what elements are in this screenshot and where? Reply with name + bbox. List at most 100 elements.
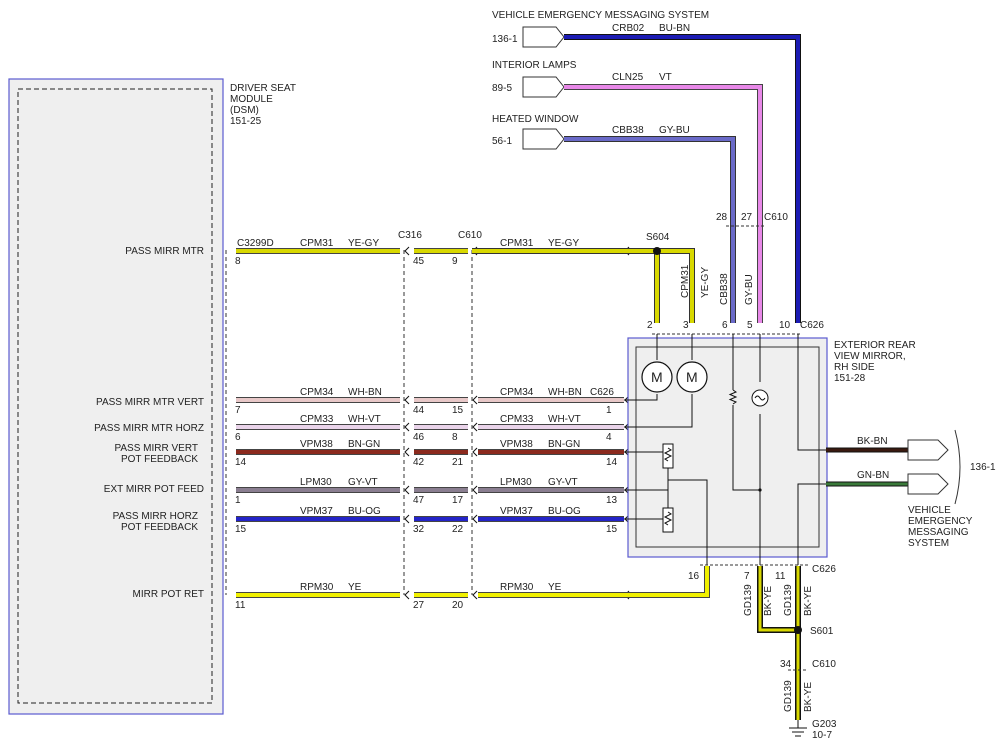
circuit-color-label: BU-OG [348, 506, 381, 517]
cpm31-to-s604-wire-fill [472, 249, 659, 323]
dsm-pin-label-pot-ret: MIRR POT RET [133, 589, 204, 600]
c626-pin-number: 13 [606, 495, 618, 506]
dsm-pin-number: 15 [235, 524, 247, 535]
c626-pin-number: 14 [606, 457, 618, 468]
c610-pin-number: 22 [452, 524, 464, 535]
circuit-id-label: LPM30 [300, 477, 332, 488]
cbb38-label: CBB38 [612, 125, 644, 136]
vems-title: VEHICLE EMERGENCY MESSAGING SYSTEM [492, 10, 709, 21]
c610-pin-number: 21 [452, 457, 464, 468]
c626-label-top: C626 [800, 320, 824, 331]
circuit-id-label: CPM33 [300, 414, 334, 425]
vems-out-connector-2-icon [907, 473, 949, 495]
dsm-inner-dashed [17, 88, 213, 704]
vems-bracket-icon [954, 429, 961, 505]
c610-pin-27: 27 [741, 212, 753, 223]
connector-pin-marker [404, 395, 410, 405]
dsm-pin-label-horz-pot-2: POT FEEDBACK [121, 522, 198, 533]
c626-pin-number: 1 [606, 405, 612, 416]
circuit-id-label: CPM33 [500, 414, 534, 425]
connector-pin-marker [404, 447, 410, 457]
s604-label: S604 [646, 232, 670, 243]
c316-pin-number: 27 [413, 600, 425, 611]
connector-pin-marker [472, 514, 478, 524]
vems-ref: 136-1 [492, 34, 518, 45]
mirror-title-line1: EXTERIOR REAR [834, 340, 916, 351]
c626-pin-11: 11 [775, 571, 786, 582]
gybu-vertical-label: GY-BU [744, 274, 755, 305]
bkye-a-label: BK-YE [763, 586, 774, 616]
vt-label: VT [659, 72, 672, 83]
connector-pin-marker [404, 422, 410, 432]
c610-label-c: C610 [812, 659, 836, 670]
circuit-id-label: CPM34 [300, 387, 334, 398]
circuit-id-label: RPM30 [300, 582, 334, 593]
dsm-title-line3: (DSM) [230, 105, 259, 116]
vems-out-line3: MESSAGING [908, 527, 969, 538]
c610-pin-number: 8 [452, 432, 458, 443]
heated-window-connector-icon [522, 128, 565, 150]
circuit-color-label: WH-VT [548, 414, 581, 425]
connector-pin-marker [404, 246, 410, 256]
dsm-pin-label-mtr-vert: PASS MIRR MTR VERT [96, 397, 204, 408]
dsm-pin-label-vert-pot-2: POT FEEDBACK [121, 454, 198, 465]
motor-2-symbol: M [686, 369, 698, 385]
mirror-title-line3: RH SIDE [834, 362, 875, 373]
interior-lamps-ref: 89-5 [492, 83, 512, 94]
circuit-id-label: VPM38 [300, 439, 333, 450]
mirror-inner-box [635, 346, 820, 548]
connector-pin-marker [472, 485, 478, 495]
s601-splice [794, 626, 802, 634]
dsm-pin-label-mtr-horz: PASS MIRR MTR HORZ [94, 423, 204, 434]
gnbn-label: GN-BN [857, 470, 889, 481]
c316-pin-number: 42 [413, 457, 425, 468]
c3299d-label: C3299D [237, 238, 274, 249]
motor-1-symbol: M [651, 369, 663, 385]
gd139-left [758, 566, 798, 632]
cln25-label: CLN25 [612, 72, 644, 83]
circuit-color-label: BN-GN [348, 439, 380, 450]
c316-pin-number: 45 [413, 256, 425, 267]
dsm-title-line1: DRIVER SEAT [230, 83, 296, 94]
vems-out-line2: EMERGENCY [908, 516, 973, 527]
circuit-color-label: WH-VT [348, 414, 381, 425]
vems-out-connector-1-icon [907, 439, 949, 461]
circuit-color-label: YE [348, 582, 362, 593]
interior-lamps-connector-icon [522, 76, 565, 98]
motor-2: M [676, 361, 708, 393]
c626-pin-number: 15 [606, 524, 618, 535]
connector-pin-marker [472, 422, 478, 432]
s601-label: S601 [810, 626, 834, 637]
circuit-color-label: WH-BN [348, 387, 382, 398]
circuit-id-label: VPM37 [300, 506, 333, 517]
interior-lamps-title: INTERIOR LAMPS [492, 60, 577, 71]
crb02-wire [564, 35, 800, 323]
gd139-b-label: GD139 [783, 584, 794, 616]
heater-element-icon [728, 389, 738, 405]
exterior-mirror-module: EXTERIOR REAR VIEW MIRROR, RH SIDE 151-2… [624, 334, 996, 565]
c626-pin-2: 2 [647, 320, 653, 331]
c610-pin-number: 17 [452, 495, 464, 506]
potentiometer-horz-icon [662, 507, 674, 533]
circuit-id-label: VPM38 [500, 439, 533, 450]
connector-pin-marker [404, 590, 410, 600]
dsm-pin-number: 8 [235, 256, 241, 267]
circuit-color-label: YE-GY [548, 238, 579, 249]
yegy-vertical-label: YE-GY [700, 267, 711, 298]
dsm-pin-label-pass-mirr-mtr: PASS MIRR MTR [125, 246, 204, 257]
c316-pin-number: 46 [413, 432, 425, 443]
connector-pin-marker [404, 485, 410, 495]
heated-window-ref: 56-1 [492, 136, 512, 147]
c626-pin-3: 3 [683, 320, 689, 331]
crb02-label: CRB02 [612, 23, 645, 34]
vems-out-line4: SYSTEM [908, 538, 949, 549]
vems-out-line1: VEHICLE [908, 505, 951, 516]
circuit-color-label: GY-VT [348, 477, 378, 488]
circuit-color-label: GY-VT [548, 477, 578, 488]
c610-pin-28: 28 [716, 212, 728, 223]
gd139-c-label: GD139 [783, 680, 794, 712]
